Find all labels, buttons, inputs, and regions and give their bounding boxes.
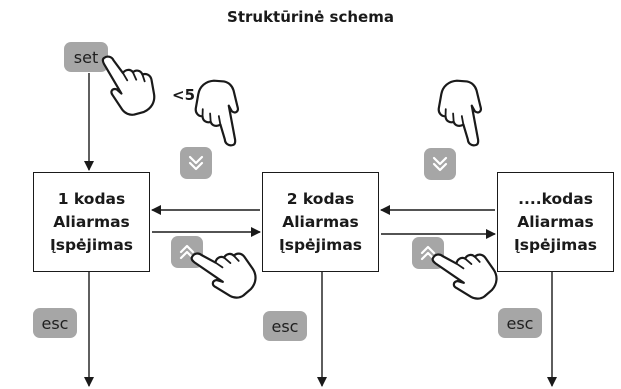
box-1-alarm-label: Aliarmas <box>53 212 130 231</box>
hand-pointer-icon <box>189 230 264 310</box>
hand-pointer-icon <box>430 231 505 311</box>
box-2-alarm-label: Aliarmas <box>282 212 359 231</box>
hand-pointer-icon <box>101 48 159 120</box>
box-2-code-label: 2 kodas <box>286 189 355 208</box>
code-box-2: 2 kodas Aliarmas Įspėjimas <box>262 172 379 272</box>
hand-pointer-icon <box>432 76 490 148</box>
double-chevron-down-icon <box>188 155 204 171</box>
code-box-n: ....kodas Aliarmas Įspėjimas <box>497 172 614 272</box>
box-n-warning-label: Įspėjimas <box>513 235 598 254</box>
box-1-code-label: 1 kodas <box>57 189 126 208</box>
hand-pointer-icon <box>189 76 247 148</box>
code-box-1: 1 kodas Aliarmas Įspėjimas <box>33 172 150 272</box>
box-n-code-label: ....kodas <box>518 189 593 208</box>
box-2-warning-label: Įspėjimas <box>278 235 363 254</box>
set-button: set <box>64 42 108 72</box>
double-chevron-down-icon <box>432 156 448 172</box>
box-n-alarm-label: Aliarmas <box>517 212 594 231</box>
box-1-warning-label: Įspėjimas <box>49 235 134 254</box>
esc-button-1: esc <box>33 308 77 338</box>
esc-button-3: esc <box>498 308 542 338</box>
diagram-title: Struktūrinė schema <box>227 8 394 26</box>
esc-button-2: esc <box>263 311 307 341</box>
